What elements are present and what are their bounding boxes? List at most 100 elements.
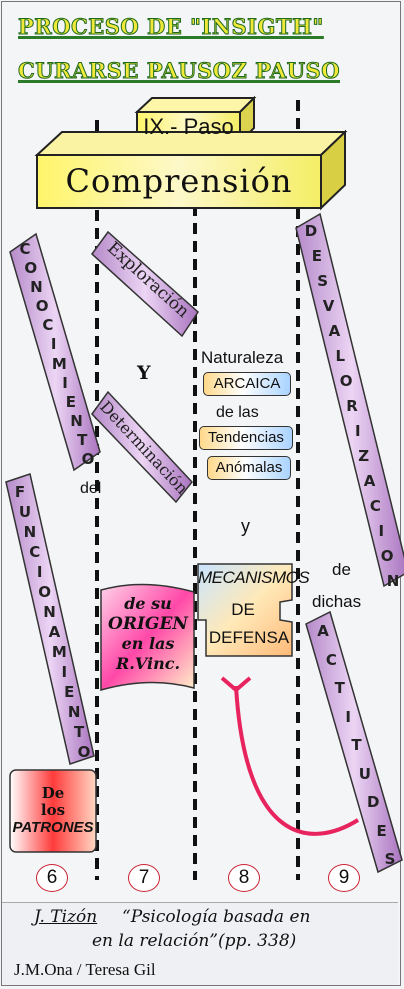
- left-diag-1-letter: I: [62, 373, 68, 392]
- patrones-line-3: PATRONES: [12, 819, 94, 836]
- red-arrow-head: [220, 676, 252, 693]
- left-diag-2-letter: O: [77, 743, 91, 761]
- right-diag-1-letter: A: [363, 472, 376, 490]
- origen-line-4: R.Vinc.: [115, 654, 181, 673]
- right-diag-1-letter: S: [317, 272, 329, 290]
- right-diag-2-letter: C: [325, 650, 337, 669]
- citation-area: [2, 902, 398, 985]
- origen-line-2: ORIGEN: [108, 614, 188, 634]
- left-diag-2-letter: N: [43, 603, 56, 621]
- credits: J.M.Ona / Teresa Gil: [14, 960, 156, 979]
- left-diag-1-letter: C: [19, 240, 31, 258]
- step-label: IX.- Paso: [143, 114, 234, 139]
- left-diag-2-letter: C: [29, 543, 41, 561]
- left-diag-2-letter: I: [36, 563, 43, 581]
- citation-title-2: en la relación”(pp. 338): [92, 931, 297, 951]
- mecanismos-shape: [197, 563, 293, 657]
- left-diag-1-letter: E: [65, 392, 76, 411]
- column-number-8: 8: [228, 864, 260, 892]
- del-label: del: [80, 480, 102, 497]
- patrones-line-1: De: [41, 784, 65, 802]
- title-line-2: CURARSE PAUSOZ PAUSO: [17, 58, 341, 84]
- origen-text: de su ORIGEN en las R.Vinc.: [104, 594, 192, 674]
- left-diag-1-letter: N: [70, 411, 83, 430]
- red-arrow-curve: [234, 685, 360, 836]
- right-diag-1-letter: O: [380, 547, 394, 565]
- citation-title-1: “Psicología basada en: [122, 907, 311, 927]
- cylinder-conocimiento: [9, 232, 101, 472]
- de-dichas-line-1: de: [332, 560, 351, 579]
- cylinder-determinacion: [91, 390, 193, 504]
- cylinder-funcionamiento: [5, 473, 95, 765]
- patrones-line-2: los: [40, 801, 66, 819]
- right-diag-2-letter: T: [351, 736, 362, 754]
- right-diag-2-letter: E: [376, 821, 387, 840]
- citation-author: J. Tizón: [34, 907, 98, 927]
- right-diag-2-letter: D: [367, 793, 380, 811]
- title-line-1: PROCESO DE "INSIGTH": [18, 14, 324, 40]
- defensa-label: DEFENSA: [208, 628, 290, 647]
- main-concept-label: Comprensión: [65, 162, 293, 200]
- de-label: DE: [231, 600, 255, 619]
- origen-banner: [100, 583, 195, 691]
- left-diag-1-letter: I: [50, 335, 57, 354]
- column-number-6: 6: [36, 864, 68, 892]
- left-diag-2-letter: F: [14, 483, 26, 501]
- y-connector-center: Y: [137, 362, 151, 384]
- right-diag-1-letter: I: [378, 522, 385, 540]
- right-diag-2-letter: T: [334, 679, 345, 697]
- right-diag-1-letter: D: [304, 222, 318, 240]
- right-diag-1-letter: R: [346, 397, 358, 415]
- anomalas-pill: Anómalas: [207, 456, 291, 480]
- origen-line-1: de su: [124, 594, 172, 613]
- y-connector-right: y: [241, 516, 250, 536]
- patrones-box: [9, 769, 97, 853]
- right-diag-1-letter: N: [386, 572, 400, 590]
- column-number-7: 7: [128, 864, 160, 892]
- right-diag-2-letter: I: [345, 707, 351, 726]
- right-diag-1-letter: V: [322, 297, 335, 315]
- left-diag-2-letter: N: [67, 703, 81, 721]
- cylinder-actitudes: [305, 610, 403, 874]
- right-diag-2-letter: A: [317, 622, 329, 640]
- step-box-top: [134, 97, 257, 113]
- left-diag-2-letter: I: [61, 663, 68, 681]
- left-diag-1-letter: O: [24, 259, 38, 278]
- arcaica-pill: ARCAICA: [203, 372, 291, 396]
- left-diag-2-letter: O: [38, 583, 51, 601]
- right-diag-1-letter: Z: [358, 447, 370, 465]
- citation-line-1: J. Tizón “Psicología basada en: [34, 907, 310, 927]
- right-diag-2-letter: S: [384, 850, 396, 868]
- left-diag-2-letter: U: [18, 503, 32, 521]
- left-diag-2-letter: M: [51, 643, 67, 661]
- de-las-label: de las: [216, 404, 259, 421]
- column-number-9: 9: [328, 864, 360, 892]
- left-diag-2-letter: E: [64, 683, 75, 701]
- right-diag-1-letter: O: [339, 372, 353, 390]
- left-diag-1-letter: O: [81, 450, 95, 468]
- left-diag-2-letter: T: [73, 723, 85, 741]
- mecanismos-label: MECANISMOS: [198, 568, 310, 587]
- tendencias-pill: Tendencias: [199, 426, 293, 450]
- cylinder-exploracion: [90, 230, 199, 338]
- right-diag-2-letter: U: [358, 764, 371, 783]
- left-diag-1-letter: O: [35, 297, 49, 316]
- left-diag-1-letter: N: [30, 278, 43, 297]
- right-diag-1-letter: E: [311, 247, 322, 265]
- left-diag-2-letter: N: [23, 523, 37, 541]
- left-diag-1-letter: M: [51, 354, 67, 373]
- cylinder-desvalorizacion: [295, 212, 404, 588]
- origen-line-3: en las: [121, 634, 175, 653]
- left-diag-2-letter: A: [48, 623, 61, 641]
- patrones-text: De los PATRONES: [10, 784, 96, 837]
- main-box-front: [36, 154, 322, 209]
- de-dichas-line-2: dichas: [312, 592, 362, 611]
- right-diag-1-letter: A: [328, 322, 341, 340]
- right-diag-1-letter: L: [335, 347, 346, 365]
- left-diag-1-letter: C: [42, 316, 54, 335]
- right-diag-1-letter: I: [355, 422, 361, 440]
- left-diag-1-letter: T: [77, 430, 88, 449]
- naturaleza-label: Naturaleza: [201, 348, 284, 367]
- right-diag-1-letter: C: [369, 497, 381, 515]
